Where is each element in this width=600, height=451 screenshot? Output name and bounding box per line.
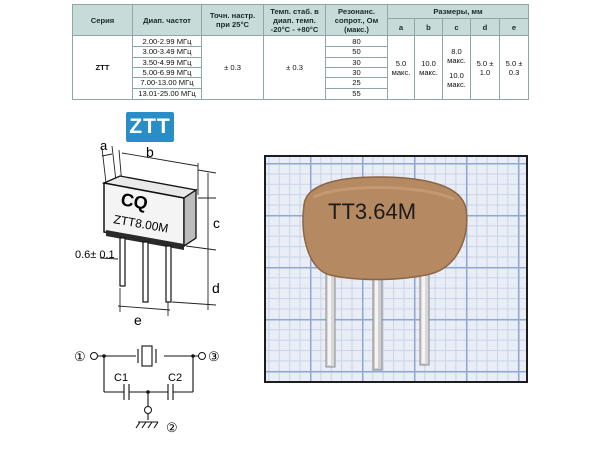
header-series: Серия xyxy=(72,4,133,36)
cell-accuracy: ± 0.3 xyxy=(201,35,264,100)
dim-label-a: a xyxy=(100,138,108,153)
header-dim-d: d xyxy=(470,18,500,36)
cell-dim-e: 5.0 ± 0.3 xyxy=(498,35,530,100)
dim-label-c: c xyxy=(213,215,220,231)
freq-range-5: 7.00-13.00 МГц xyxy=(133,78,201,89)
c2-label: C2 xyxy=(168,372,182,384)
cell-series: ZTT xyxy=(72,35,133,100)
dim-d-value: 5.0 ± xyxy=(476,58,494,68)
pin2-label: ② xyxy=(166,420,178,435)
cell-dim-a: 5.0 макс. xyxy=(387,35,415,100)
cell-dim-d: 5.0 ± 1.0 xyxy=(470,35,500,100)
freq-range-2: 3.00-3.49 МГц xyxy=(133,47,201,58)
resistance-4: 30 xyxy=(326,68,387,79)
freq-range-4: 5.00-6.99 МГц xyxy=(133,68,201,79)
photo-component: TT3.64M xyxy=(302,176,468,371)
dim-c-bottom-value: 10.0 xyxy=(449,70,464,80)
component-photo: TT3.64M xyxy=(264,155,528,383)
header-dim-e: e xyxy=(498,18,530,36)
freq-range-3: 3.50-4.99 МГц xyxy=(133,58,201,68)
pin3-label: ③ xyxy=(208,349,220,364)
dimension-lines-side xyxy=(99,173,217,316)
schematic-junctions xyxy=(102,354,195,394)
cell-dim-c: 8.0 макс. 10.0 макс. xyxy=(442,35,471,100)
dim-b-value: 10.0 xyxy=(421,58,436,68)
cell-temp-stab: ± 0.3 xyxy=(263,35,326,100)
component-leads xyxy=(119,237,172,303)
pin1-label: ① xyxy=(74,349,86,364)
dim-c-top-note: макс. xyxy=(447,55,466,65)
resistance-5: 25 xyxy=(326,78,387,89)
dim-c-bottom-note: макс. xyxy=(447,79,466,89)
dim-a-value: 5.0 xyxy=(395,58,407,68)
schematic xyxy=(94,345,202,429)
header-temp-stab: Темп. стаб. в диап. темп. -20°C - +80°C xyxy=(263,4,326,36)
resistance-3: 30 xyxy=(326,58,387,68)
freq-range-1: 2.00-2.99 МГц xyxy=(133,37,201,48)
resistance-6: 55 xyxy=(352,88,361,98)
dim-b-note: макс. xyxy=(419,67,438,77)
spec-table: Серия Диап. частот Точн. настр. при 25°C… xyxy=(72,4,530,100)
table-row: ZTT 2.00-2.99 МГц 3.00-3.49 МГц 3.50-4.9… xyxy=(72,35,530,100)
dim-e-tol: 0.3 xyxy=(508,67,520,77)
dim-a-note: макс. xyxy=(391,67,411,77)
header-accuracy: Точн. настр. при 25°C xyxy=(201,4,264,36)
cell-freq-ranges: 2.00-2.99 МГц 3.00-3.49 МГц 3.50-4.99 МГ… xyxy=(132,35,202,100)
header-dim-c: c xyxy=(442,18,471,36)
series-badge: ZTT xyxy=(126,112,174,142)
component-body xyxy=(101,175,198,250)
dim-label-e: e xyxy=(134,312,142,328)
header-dimensions: Размеры, мм xyxy=(386,4,530,19)
cell-resistances: 80 50 30 30 25 55 xyxy=(325,35,388,100)
resistance-1: 80 xyxy=(326,37,387,48)
c1-label: C1 xyxy=(114,372,128,384)
pin-diameter-label: 0.6± 0.1 xyxy=(75,249,115,261)
dim-c-top-value: 8.0 xyxy=(451,46,462,56)
header-resonance: Резонанс. сопрот., Ом (макс.) xyxy=(325,4,388,36)
schematic-terminals xyxy=(90,352,206,414)
freq-range-6: 13.01-25.00 МГц xyxy=(138,88,196,98)
photo-body xyxy=(302,176,468,281)
dim-e-value: 5.0 ± xyxy=(505,58,523,68)
resistance-2: 50 xyxy=(326,47,387,58)
photo-marking: TT3.64M xyxy=(328,199,416,224)
dim-label-b: b xyxy=(146,144,154,160)
drawing-logo: CQ xyxy=(119,189,149,213)
cell-dim-b: 10.0 макс. xyxy=(414,35,443,100)
dim-label-d: d xyxy=(212,280,220,296)
dim-d-tol: 1.0 xyxy=(479,67,491,77)
photo-leads xyxy=(325,264,430,371)
